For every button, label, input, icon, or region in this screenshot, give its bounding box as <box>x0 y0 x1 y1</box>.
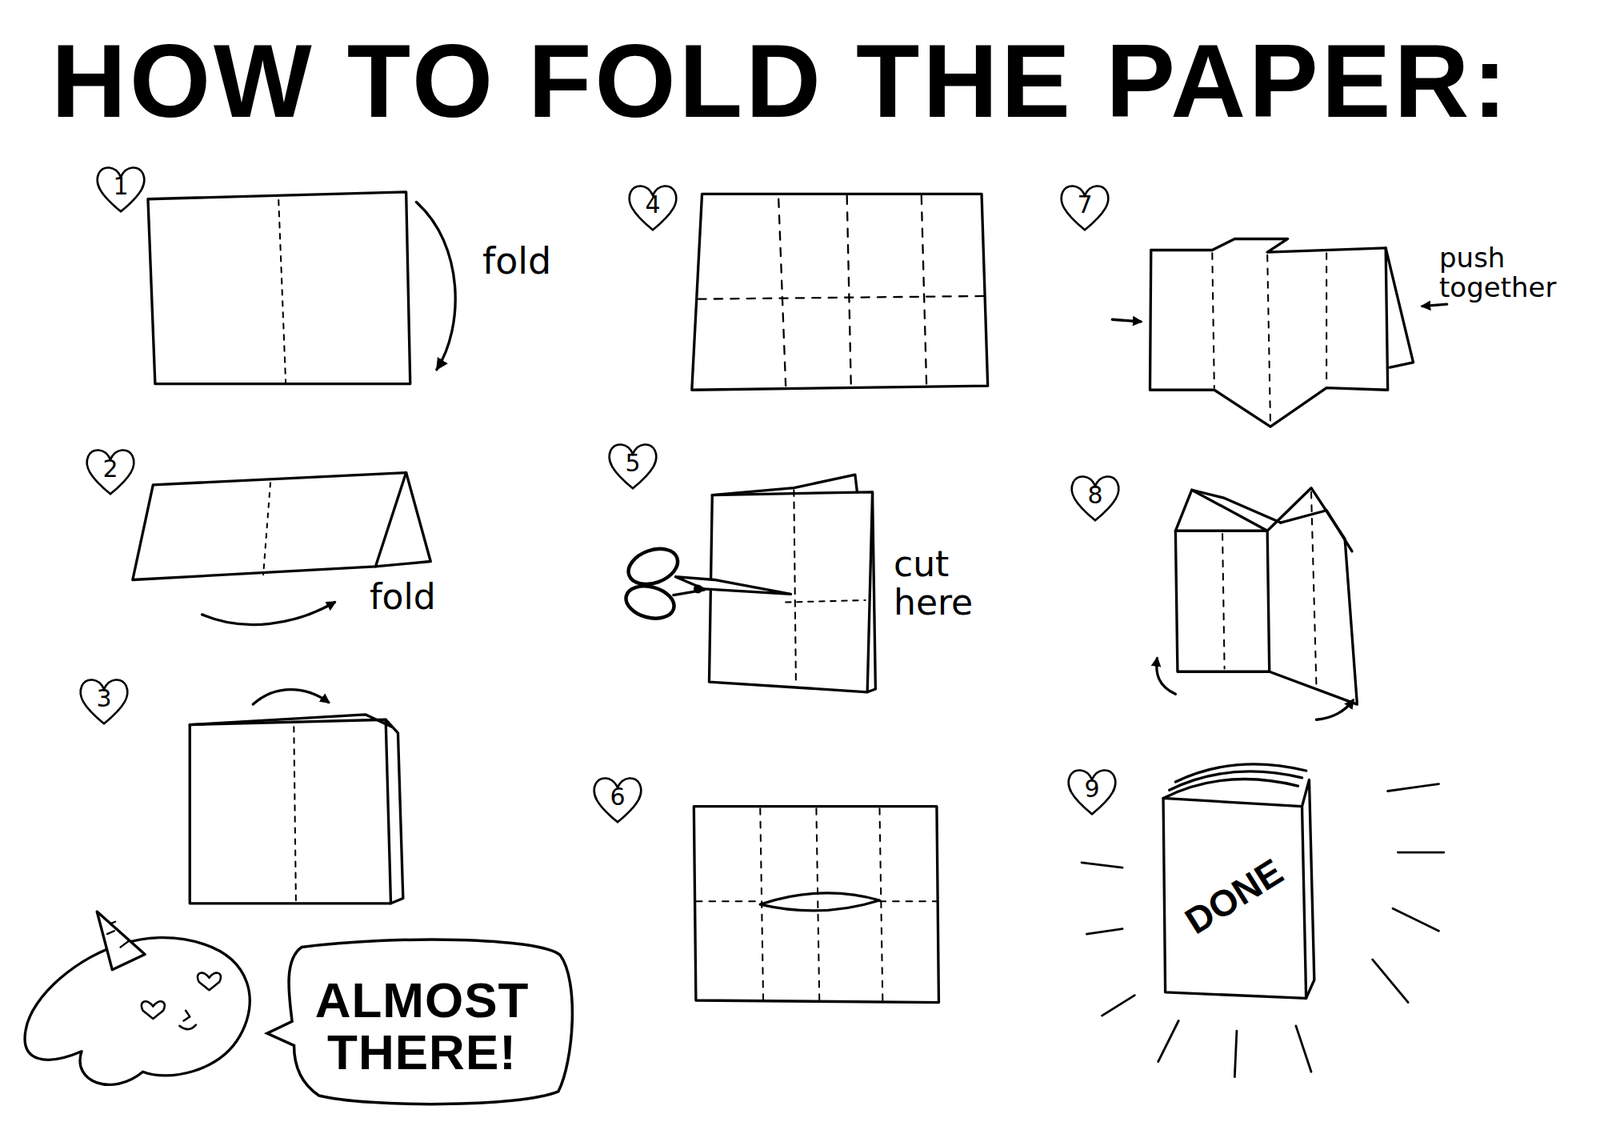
callout-number: 7 <box>1058 192 1112 217</box>
step-heart: 5 <box>606 440 660 491</box>
annotation-label: push together <box>1439 243 1592 304</box>
annotation-label: fold <box>482 240 552 282</box>
speech-text: ALMOST THERE! <box>302 973 542 1078</box>
callout-number: 1 <box>94 174 148 199</box>
step4-creases <box>692 193 988 390</box>
annotation-label: cut here <box>893 544 1016 623</box>
step6-slit <box>693 806 939 1003</box>
callout-number: 6 <box>591 784 644 809</box>
step-heart: 9 <box>1065 766 1119 816</box>
step7-push <box>1112 238 1447 427</box>
book-cover: DONE <box>1165 800 1303 991</box>
step-heart: 4 <box>626 182 680 232</box>
callout-number: 3 <box>77 686 131 711</box>
callout-number: 9 <box>1065 776 1119 801</box>
step-heart: 1 <box>94 164 148 214</box>
callout-number: 4 <box>626 192 680 217</box>
step1-sheet <box>148 192 456 384</box>
callout-number: 8 <box>1068 483 1122 508</box>
step-heart: 2 <box>84 446 137 496</box>
callout-number: 2 <box>84 456 137 481</box>
bunny-mascot <box>24 911 250 1084</box>
step9-book <box>1081 764 1444 1077</box>
step-heart: 8 <box>1068 472 1122 523</box>
step-heart: 6 <box>591 774 644 824</box>
speech-bubble: ALMOST THERE! <box>267 940 574 1108</box>
step3-folded <box>189 689 404 904</box>
step-heart: 3 <box>77 676 131 726</box>
annotation-label: fold <box>369 577 436 616</box>
step8-booklet <box>1156 488 1358 720</box>
step-heart: 7 <box>1058 182 1112 232</box>
step5-cut <box>622 474 876 692</box>
page-title: HOW TO FOLD THE PAPER: <box>51 28 1511 133</box>
cover-text: DONE <box>1177 848 1291 942</box>
callout-number: 5 <box>606 451 660 476</box>
